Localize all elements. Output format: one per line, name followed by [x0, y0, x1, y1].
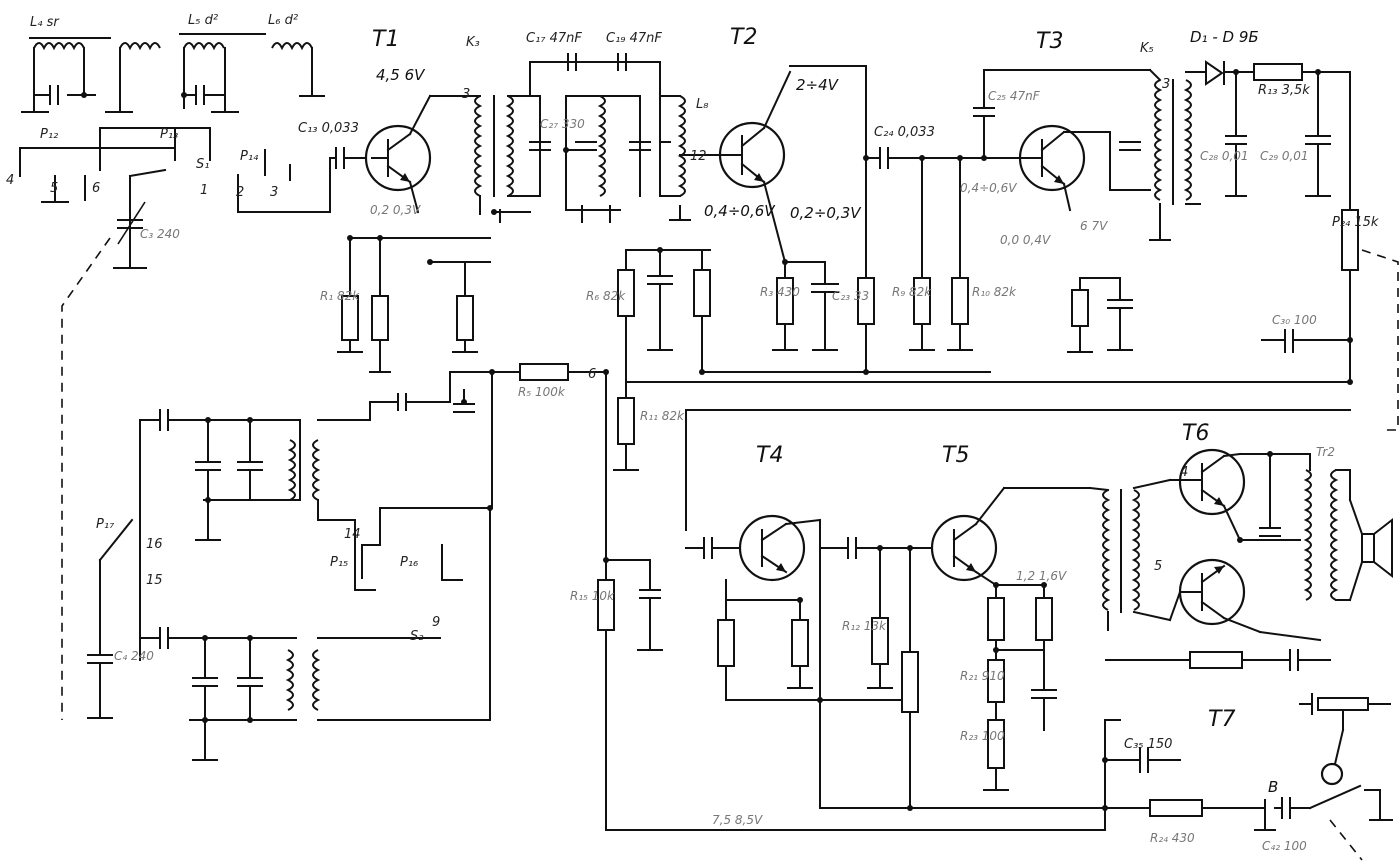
switch-k3: K₃: [466, 35, 480, 50]
res-r13: R₁₃ 3,5k: [1258, 83, 1310, 98]
pin-16: 16: [146, 537, 163, 552]
inductor-l5: L₅ d²: [188, 13, 218, 28]
inductor-l4: L₄ sr: [30, 15, 60, 30]
cap-c24: C₂₄ 0,033: [874, 125, 935, 140]
output-stage: [1088, 448, 1393, 786]
res-r15: R₁₅ 10k: [570, 589, 615, 603]
cap-c19: C₁₉ 47nF: [606, 31, 662, 46]
pin-3b: 3: [462, 87, 470, 102]
pin-14: 14: [344, 527, 361, 542]
pin-1: 1: [200, 183, 208, 198]
switch-s1: S₁: [196, 157, 209, 172]
switch-p15: P₁₅: [330, 555, 348, 570]
band-switch-lower: [87, 363, 639, 761]
bias-network: [617, 249, 1351, 383]
cap-c42: C₄₂ 100: [1262, 839, 1307, 853]
res-r21: R₂₁ 910: [960, 669, 1005, 683]
switch-p13: P₁₃: [160, 127, 178, 142]
res-r12: R₁₂ 13k: [842, 619, 887, 633]
cap-c17: C₁₇ 47nF: [526, 31, 582, 46]
res-r11: R₁₁ 82k: [640, 409, 685, 423]
pin-4: 4: [6, 173, 14, 188]
res-r10: R₁₀ 82k: [972, 285, 1017, 299]
pin-2: 2: [236, 185, 244, 200]
transformer-tr2: Tr2: [1316, 445, 1335, 459]
t4-label: T4: [756, 443, 783, 468]
pin-4b: 4: [1180, 465, 1188, 480]
inductor-l8: L₈: [696, 97, 708, 112]
pin-6b: 6: [588, 367, 596, 382]
inductor-l6: L₆ d²: [268, 13, 298, 28]
t3-label: T3: [1036, 29, 1063, 54]
t6-label: T6: [1182, 421, 1209, 446]
cap-c27: C₂₇ 330: [540, 117, 585, 131]
res-r23: R₂₃ 100: [960, 729, 1005, 743]
component-labels: L₄ sr L₅ d² L₆ d² L₈ Tr2 C₁₃ 0,033 C₁₇ 4…: [30, 13, 1379, 853]
cap-c13: C₁₃ 0,033: [298, 121, 359, 136]
junction-dots: [81, 69, 1353, 811]
cap-c35: C₃₅ 150: [1124, 737, 1172, 752]
res-r6: R₆ 82k: [586, 289, 626, 303]
if-filter-block: [469, 53, 709, 223]
switch-k5: K₅: [1140, 41, 1154, 56]
t1-stage: [329, 94, 491, 373]
cap-c4: C₄ 240: [114, 649, 154, 663]
res-r5: R₅ 100k: [518, 385, 566, 399]
t2-emitter-voltage: 0,2÷0,3V: [790, 204, 862, 222]
pin-5b: 5: [1154, 559, 1162, 574]
res-r9: R₉ 82k: [892, 285, 932, 299]
pin-12: 12: [690, 149, 707, 164]
pin-5: 5: [50, 181, 58, 196]
supply-voltage: 7,5 8,5V: [712, 813, 763, 827]
switch-p14: P₁₄: [240, 149, 259, 164]
t3-base-voltage: 0,4÷0,6V: [960, 181, 1017, 195]
t5-label: T5: [942, 443, 969, 468]
t5-emitter-voltage: 1,2 1,6V: [1016, 569, 1067, 583]
pin-numbers: 4 5 6 1 2 3 3 12 3 5 4 14 15 16 9 6: [6, 77, 1188, 630]
t1-label: T1: [372, 27, 399, 52]
pin-15: 15: [146, 573, 163, 588]
t1-voltage: 4,5 6V: [376, 66, 426, 84]
cap-c3: C₃ 240: [140, 227, 180, 241]
switch-p12: P₁₂: [40, 127, 58, 142]
switch-s2: S₂: [410, 629, 423, 644]
t2-voltage: 2÷4V: [796, 76, 840, 94]
pot-p24: P₂₄ 15k: [1332, 215, 1379, 230]
pin-3: 3: [270, 185, 278, 200]
cap-c25: C₂₅ 47nF: [988, 89, 1041, 103]
cap-c23: C₂₃ 33: [832, 289, 869, 303]
res-r3: R₃ 430: [760, 285, 800, 299]
pin-3c: 3: [1162, 77, 1170, 92]
cap-c29: C₂₉ 0,01: [1260, 149, 1309, 163]
cap-c30: C₃₀ 100: [1272, 313, 1317, 327]
pin-9: 9: [432, 615, 440, 630]
diode-d1: D₁ - D 9Б: [1190, 28, 1259, 46]
pin-6: 6: [92, 181, 100, 196]
t2-label: T2: [730, 25, 757, 50]
t2-stage: [707, 65, 867, 373]
cap-c28: C₂₈ 0,01: [1200, 149, 1249, 163]
t3-stage: [857, 69, 1151, 373]
audio-amp: [597, 409, 1351, 831]
switch-p16: P₁₆: [400, 555, 418, 570]
detector: [1148, 60, 1399, 431]
switch-b: B: [1268, 778, 1278, 796]
supply-rail: [1104, 719, 1393, 861]
t3-emitter-voltage: 0,0 0,4V: [1000, 233, 1051, 247]
t1-emitter-voltage: 0,2 0,3V: [370, 203, 421, 217]
t7-label: T7: [1208, 707, 1235, 732]
res-r1: R₁ 82k: [320, 289, 360, 303]
transistor-labels: T1 4,5 6V T2 2÷4V T3 T4 T5 T6 T7: [372, 25, 1235, 732]
t2-base-voltage: 0,4÷0,6V: [704, 202, 776, 220]
res-r24: R₂₄ 430: [1150, 831, 1195, 845]
voltage-labels: 0,2 0,3V 0,4÷0,6V 0,2÷0,3V 0,4÷0,6V 0,0 …: [370, 181, 1108, 827]
t3-collector-voltage: 6 7V: [1080, 219, 1108, 233]
switch-p17: P₁₇: [96, 517, 115, 532]
